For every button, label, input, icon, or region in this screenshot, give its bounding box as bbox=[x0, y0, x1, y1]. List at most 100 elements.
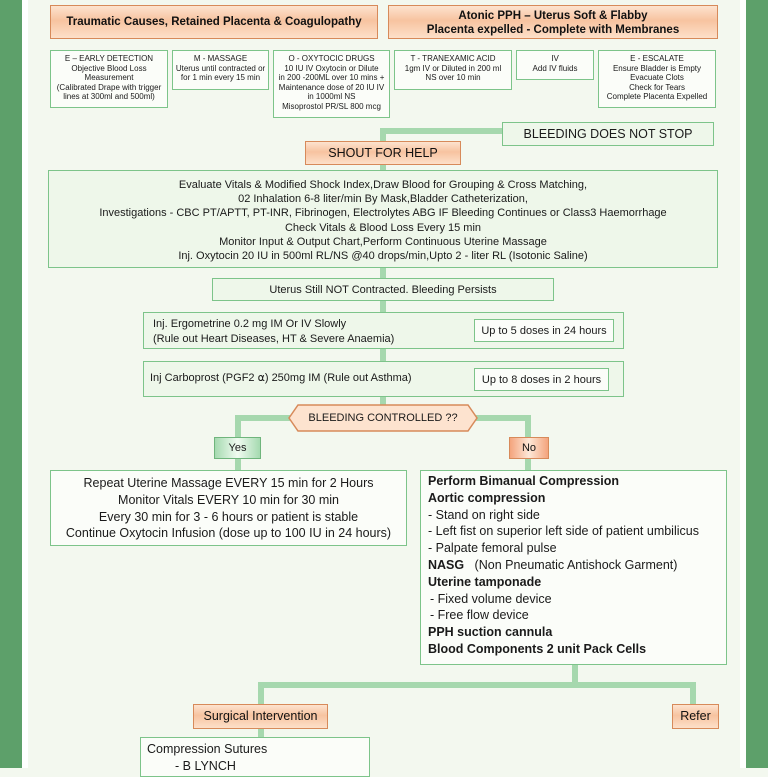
emotive-line: Measurement bbox=[84, 73, 134, 82]
emotive-massage: M - MASSAGE Uterus until contracted or f… bbox=[172, 50, 269, 90]
left-frame-inner bbox=[22, 0, 28, 768]
compression-sutures-title: Compression Sutures bbox=[147, 742, 268, 756]
emotive-line: 10 IU IV Oxytocin or Dilute bbox=[284, 63, 379, 73]
emotive-line: for 1 min every 15 min bbox=[180, 73, 261, 82]
connector bbox=[258, 682, 696, 688]
refer-text: Refer bbox=[680, 709, 711, 723]
header-traumatic-text: Traumatic Causes, Retained Placenta & Co… bbox=[66, 16, 362, 28]
bleeding-not-stop-box: BLEEDING DOES NOT STOP bbox=[502, 122, 714, 146]
yes-step-line: Continue Oxytocin Infusion (dose up to 1… bbox=[65, 526, 392, 541]
bleeding-not-stop-text: BLEEDING DOES NOT STOP bbox=[523, 127, 693, 141]
decision-label: BLEEDING CONTROLLED ?? bbox=[288, 404, 478, 432]
carboprost-dose-box: Up to 8 doses in 2 hours bbox=[474, 368, 609, 391]
header-atonic-line1: Atonic PPH – Uterus Soft & Flabby bbox=[458, 10, 648, 22]
initial-step-line: Evaluate Vitals & Modified Shock Index,D… bbox=[178, 179, 588, 191]
initial-step-line: 02 Inhalation 6-8 liter/min By Mask,Blad… bbox=[238, 193, 528, 206]
connector bbox=[690, 682, 696, 704]
yes-step-line: Monitor Vitals EVERY 10 min for 30 min bbox=[118, 492, 339, 507]
surgical-intervention-box: Surgical Intervention bbox=[193, 704, 328, 729]
initial-step-line: Investigations - CBC PT/APTT, PT-INR, Fi… bbox=[99, 207, 667, 220]
emotive-line: Check for Tears bbox=[629, 82, 685, 92]
no-text: No bbox=[521, 442, 537, 454]
connector bbox=[380, 128, 386, 144]
ergometrine-box: Inj. Ergometrine 0.2 mg IM Or IV Slowly … bbox=[143, 312, 624, 349]
connector bbox=[235, 458, 241, 470]
surgical-intervention-text: Surgical Intervention bbox=[203, 709, 318, 723]
emotive-title: T - TRANEXAMIC ACID bbox=[410, 54, 496, 63]
initial-step-line: Inj. Oxytocin 20 IU in 500ml RL/NS @40 d… bbox=[178, 250, 588, 263]
nasg-line: NASG (Non Pneumatic Antishock Garment) bbox=[428, 557, 726, 574]
tamponade-item: - Fixed volume device bbox=[430, 591, 552, 606]
tamponade-item: - Free flow device bbox=[430, 608, 529, 623]
connector bbox=[380, 128, 520, 134]
emotive-line: Objective Blood Loss bbox=[71, 63, 147, 73]
emotive-line: lines at 300ml and 500ml) bbox=[63, 92, 155, 101]
yes-text: Yes bbox=[228, 442, 247, 454]
decision-hexagon bbox=[288, 404, 478, 432]
not-contracted-box: Uterus Still NOT Contracted. Bleeding Pe… bbox=[212, 278, 554, 301]
connector bbox=[476, 415, 531, 421]
emotive-line: in 1000ml NS bbox=[307, 92, 356, 101]
header-traumatic: Traumatic Causes, Retained Placenta & Co… bbox=[50, 5, 378, 39]
emotive-line: Maintenance dose of 20 IU IV bbox=[278, 82, 385, 92]
tamponade-heading: Uterine tamponade bbox=[428, 574, 542, 589]
refer-box: Refer bbox=[672, 704, 719, 729]
shout-for-help-text: SHOUT FOR HELP bbox=[328, 146, 438, 160]
carboprost-box: Inj Carboprost (PGF2 ⍺) 250mg IM (Rule o… bbox=[143, 361, 624, 397]
suction-heading: PPH suction cannula bbox=[428, 625, 553, 640]
emotive-title: E – EARLY DETECTION bbox=[64, 54, 154, 63]
blood-components-heading: Blood Components 2 unit Pack Cells bbox=[428, 641, 647, 656]
no-label: No bbox=[509, 437, 549, 459]
connector bbox=[380, 267, 386, 279]
initial-step-line: Monitor Input & Output Chart,Perform Con… bbox=[219, 235, 547, 248]
no-steps-box: Perform Bimanual Compression Aortic comp… bbox=[420, 470, 727, 665]
aortic-item: - Palpate femoral pulse bbox=[428, 541, 557, 556]
aortic-item: - Left fist on superior left side of pat… bbox=[428, 524, 699, 539]
connector bbox=[380, 396, 386, 406]
connector bbox=[235, 415, 290, 421]
connector bbox=[380, 163, 386, 171]
emotive-early-detection: E – EARLY DETECTION Objective Blood Loss… bbox=[50, 50, 168, 108]
emotive-tranexamic: T - TRANEXAMIC ACID 1gm IV or Diluted in… bbox=[394, 50, 512, 90]
emotive-line: in 200 -200ML over 10 mins + bbox=[278, 73, 385, 82]
initial-management-box: Evaluate Vitals & Modified Shock Index,D… bbox=[48, 170, 718, 268]
emotive-line: Add IV fluids bbox=[532, 63, 578, 73]
carboprost-dose-text: Up to 8 doses in 2 hours bbox=[481, 374, 602, 386]
emotive-line: 1gm IV or Diluted in 200 ml bbox=[404, 63, 502, 73]
header-atonic: Atonic PPH – Uterus Soft & Flabby Placen… bbox=[388, 5, 718, 39]
header-atonic-line2: Placenta expelled - Complete with Membra… bbox=[426, 24, 680, 36]
nasg-label: NASG bbox=[428, 557, 465, 572]
compression-sutures-box: Compression Sutures - B LYNCH bbox=[140, 737, 370, 777]
ergometrine-line2: (Rule out Heart Diseases, HT & Severe An… bbox=[153, 333, 395, 345]
connector bbox=[525, 458, 531, 470]
connector bbox=[572, 664, 578, 684]
carboprost-text: Inj Carboprost (PGF2 ⍺) 250mg IM (Rule o… bbox=[150, 372, 412, 384]
bimanual-heading: Perform Bimanual Compression bbox=[428, 474, 620, 488]
compression-sutures-item: - B LYNCH bbox=[175, 758, 236, 773]
connector bbox=[525, 415, 531, 439]
ergometrine-dose-box: Up to 5 doses in 24 hours bbox=[474, 319, 614, 342]
left-frame-border bbox=[0, 0, 22, 768]
shout-for-help-box: SHOUT FOR HELP bbox=[305, 141, 461, 165]
right-frame-border bbox=[746, 0, 768, 768]
initial-step-line: Check Vitals & Blood Loss Every 15 min bbox=[284, 221, 482, 234]
emotive-line: NS over 10 min bbox=[425, 73, 481, 82]
emotive-title: M - MASSAGE bbox=[193, 54, 248, 63]
emotive-title: IV bbox=[551, 54, 559, 63]
yes-steps-box: Repeat Uterine Massage EVERY 15 min for … bbox=[50, 470, 407, 546]
aortic-heading: Aortic compression bbox=[428, 490, 546, 505]
emotive-line: Misoprostol PR/SL 800 mcg bbox=[282, 101, 381, 111]
emotive-line: Evacuate Clots bbox=[630, 73, 684, 82]
ergometrine-line1: Inj. Ergometrine 0.2 mg IM Or IV Slowly bbox=[153, 318, 347, 330]
decision-text: BLEEDING CONTROLLED ?? bbox=[308, 412, 458, 424]
emotive-iv: IV Add IV fluids bbox=[516, 50, 594, 80]
yes-step-line: Repeat Uterine Massage EVERY 15 min for … bbox=[83, 476, 374, 490]
connector bbox=[380, 300, 386, 313]
yes-label: Yes bbox=[214, 437, 261, 459]
emotive-title: E - ESCALATE bbox=[630, 54, 684, 63]
emotive-line: Complete Placenta Expelled bbox=[606, 92, 708, 101]
ergometrine-dose-text: Up to 5 doses in 24 hours bbox=[481, 325, 607, 337]
emotive-line: Ensure Bladder is Empty bbox=[612, 63, 702, 73]
decision-shape bbox=[288, 404, 478, 432]
connector bbox=[258, 682, 264, 704]
